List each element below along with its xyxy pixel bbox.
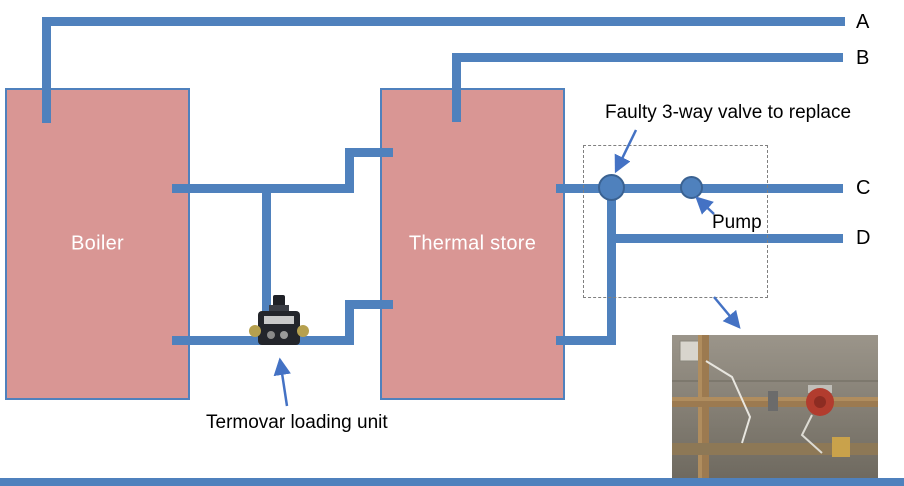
pipe-b-horizontal	[452, 53, 843, 62]
thermal-store-box: Thermal store	[380, 88, 565, 400]
pipe-a-horizontal	[42, 17, 845, 26]
termovar-unit-image	[249, 295, 309, 345]
pipe-store-return	[556, 336, 616, 345]
boiler-label: Boiler	[71, 232, 124, 255]
pipe-return-step-horizontal	[345, 300, 393, 309]
slide-footer-bar	[0, 478, 904, 486]
faulty-valve-annotation: Faulty 3-way valve to replace	[605, 102, 852, 123]
thermal-store-label: Thermal store	[408, 232, 537, 255]
termovar-annotation: Termovar loading unit	[206, 412, 388, 433]
pipe-valve-drop-vertical	[607, 188, 616, 345]
pipe-supply-step-vertical	[345, 148, 354, 193]
pipe-b-vertical	[452, 53, 461, 122]
pipe-loading-loop-vertical	[262, 184, 271, 345]
port-label-b: B	[856, 47, 870, 69]
pipe-return-step-vertical	[345, 300, 354, 345]
pipe-d-horizontal	[607, 234, 843, 243]
pipework-photo-inset	[672, 335, 878, 480]
port-label-d: D	[856, 227, 871, 249]
faulty-section-outline	[583, 145, 768, 298]
three-way-valve-icon	[598, 174, 625, 201]
pump-annotation: Pump	[712, 212, 762, 233]
boiler-box: Boiler	[5, 88, 190, 400]
photo-arrow	[713, 296, 741, 329]
port-label-c: C	[856, 177, 871, 199]
pipe-supply-step-horizontal	[345, 148, 393, 157]
termovar-arrow	[273, 357, 291, 407]
pump-icon	[680, 176, 703, 199]
port-label-a: A	[856, 11, 870, 33]
pipe-a-vertical	[42, 17, 51, 123]
